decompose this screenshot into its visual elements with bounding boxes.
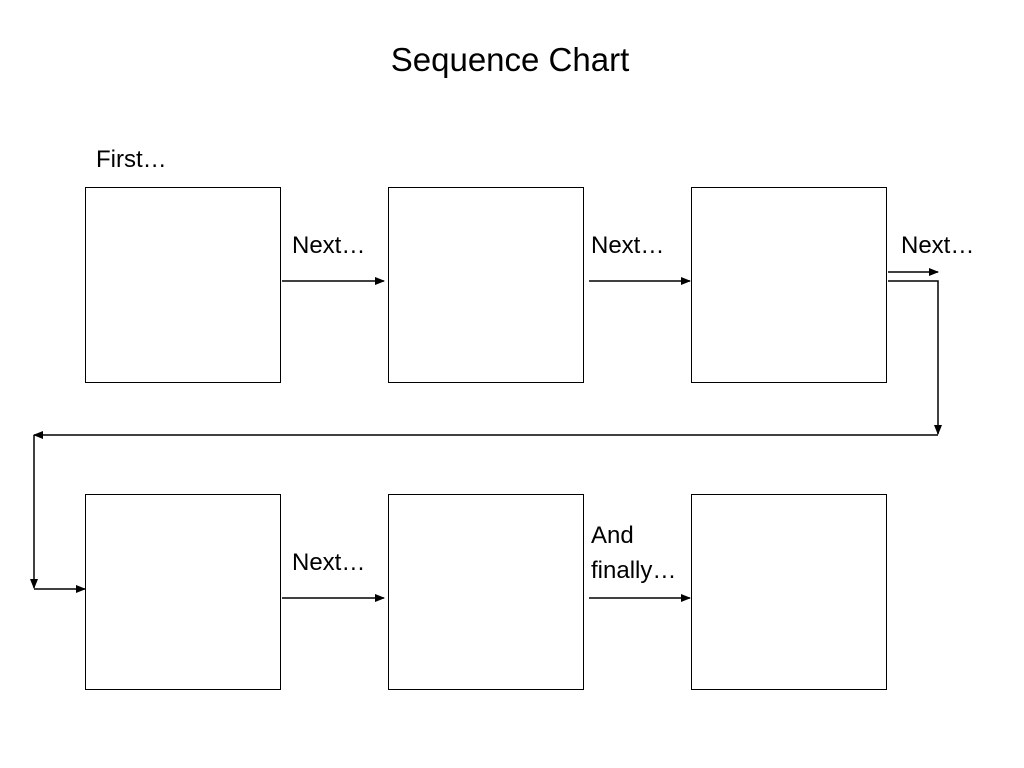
label-next-4: Next… [292, 549, 366, 576]
arrow-wrap-down [888, 280, 942, 435]
sequence-box-6 [691, 494, 887, 690]
label-first: First… [96, 146, 167, 173]
sequence-box-2 [388, 187, 584, 383]
sequence-box-5 [388, 494, 584, 690]
sequence-box-1 [85, 187, 281, 383]
label-next-2: Next… [591, 232, 665, 259]
diagram-title: Sequence Chart [390, 41, 630, 78]
label-next-1: Next… [292, 232, 366, 259]
sequence-box-3 [691, 187, 887, 383]
label-finally: finally… [591, 557, 677, 584]
label-and: And [591, 522, 634, 549]
sequence-box-4 [85, 494, 281, 690]
label-next-3: Next… [901, 232, 975, 259]
